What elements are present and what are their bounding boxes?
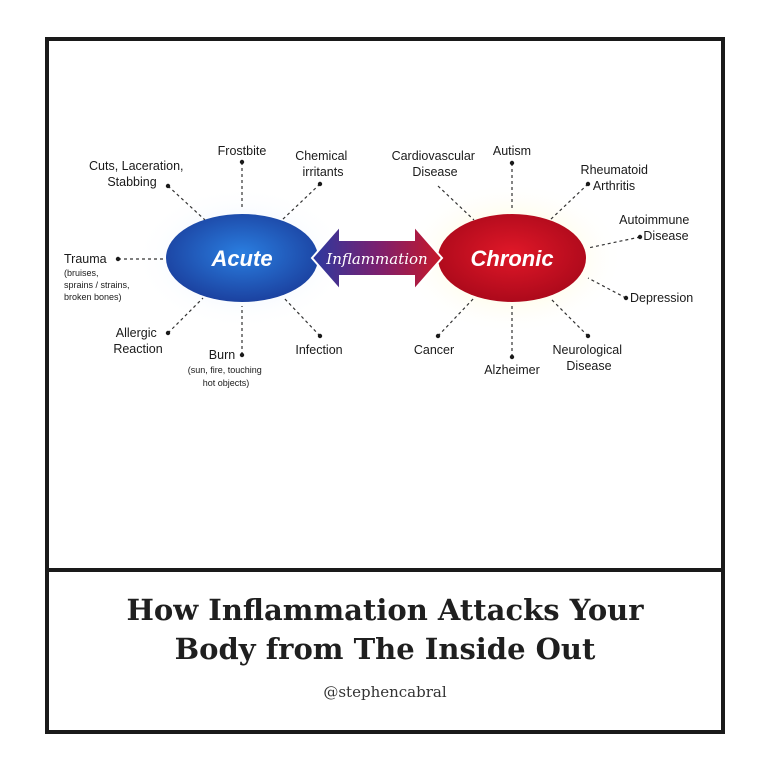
- acute-dots: [115, 159, 323, 358]
- inflammation-arrow: [310, 223, 444, 293]
- label-cardio: Cardiovascular Disease: [392, 149, 479, 179]
- acute-labels: Cuts, Laceration, Stabbing Frostbite Che…: [64, 144, 351, 388]
- caption-divider: [45, 568, 725, 572]
- label-trauma-detail: (bruises, sprains / strains, broken bone…: [64, 268, 132, 302]
- inflammation-diagram: Inflammation Acute Chronic Cuts, Lacerat…: [64, 144, 694, 388]
- label-autism: Autism: [493, 144, 531, 158]
- label-neuro: Neurological Disease: [553, 343, 626, 373]
- arrow-label: Inflammation: [325, 250, 427, 268]
- label-rheumatoid: Rheumatoid Arthritis: [581, 163, 652, 193]
- chronic-label: Chronic: [470, 246, 553, 271]
- chronic-labels: Cardiovascular Disease Autism Rheumatoid…: [392, 144, 694, 377]
- label-infection: Infection: [295, 343, 342, 357]
- caption-title-line-2: Body from The Inside Out: [174, 632, 596, 666]
- label-autoimmune: Autoimmune Disease: [619, 213, 693, 243]
- caption-title-line-1: How Inflammation Attacks Your: [126, 593, 644, 627]
- label-burn-detail: (sun, fire, touching hot objects): [188, 365, 265, 388]
- label-trauma: Trauma: [64, 252, 107, 266]
- label-frostbite: Frostbite: [218, 144, 267, 158]
- acute-ellipse: [166, 214, 318, 302]
- label-allergic: Allergic Reaction: [113, 326, 162, 356]
- label-chemical: Chemical irritants: [295, 149, 351, 179]
- chronic-ellipse: [438, 214, 586, 302]
- label-depression: Depression: [630, 291, 693, 305]
- outer-frame: [45, 37, 725, 734]
- label-burn: Burn: [209, 348, 235, 362]
- author-handle: @stephencabral: [323, 683, 447, 701]
- chronic-connectors: [437, 163, 641, 357]
- label-cuts: Cuts, Laceration, Stabbing: [89, 159, 187, 189]
- chronic-dots: [435, 160, 643, 360]
- label-cancer: Cancer: [414, 343, 454, 357]
- acute-connectors: [118, 162, 321, 355]
- acute-label: Acute: [210, 246, 272, 271]
- label-alzheimer: Alzheimer: [484, 363, 540, 377]
